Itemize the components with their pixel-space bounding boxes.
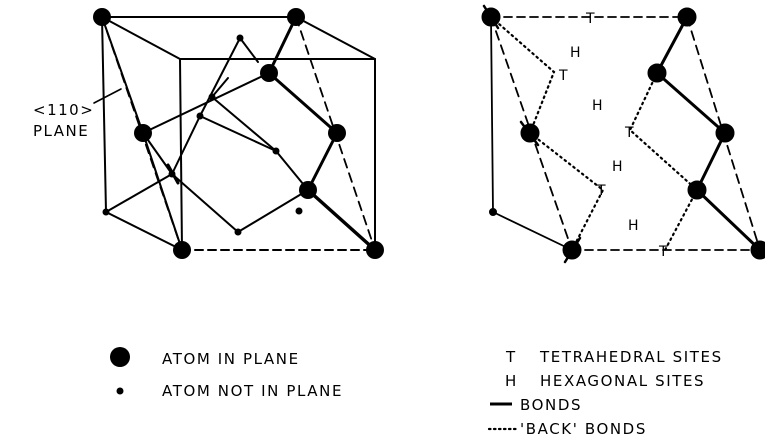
atom-not-in-plane: [102, 208, 110, 216]
plane-label-line2: PLANE: [33, 122, 89, 140]
atom-tick: [563, 236, 582, 264]
hexagonal-site-marker: H: [628, 218, 639, 234]
atom-not-in-plane: [489, 208, 497, 216]
atom-not-in-plane-icon: [116, 387, 124, 395]
atom-in-plane: [299, 181, 317, 199]
legend-back-bonds-label: 'BACK' BONDS: [520, 420, 647, 438]
plane-atoms: [481, 4, 765, 264]
cube-atoms: [93, 8, 384, 259]
bond: [199, 115, 277, 152]
bond: [695, 188, 762, 252]
atom-tick: [482, 4, 500, 30]
atom-not-in-plane: [234, 228, 242, 236]
atom-in-plane: [260, 64, 278, 82]
atom-not-in-plane: [272, 147, 280, 155]
plane-bonds: [655, 15, 762, 252]
hexagonal-site-marker: H: [592, 98, 603, 114]
atom-in-plane: [366, 241, 384, 259]
tetrahedral-site-marker: T: [596, 183, 606, 199]
bond: [142, 132, 183, 251]
back-bond: [663, 188, 699, 252]
bond: [171, 173, 239, 233]
atom-in-plane: [647, 63, 667, 83]
bond: [211, 77, 229, 98]
plane-label-pointer: [93, 88, 122, 104]
plane-edge: [490, 16, 494, 213]
legend-tetrahedral-label: TETRAHEDRAL SITES: [539, 348, 723, 366]
cube-edge: [105, 211, 183, 251]
atom-in-plane: [93, 8, 111, 26]
atom-in-plane: [687, 180, 707, 200]
cube-edge: [295, 16, 376, 60]
atom-in-plane: [134, 124, 152, 142]
plane-label-line1: <110>: [33, 101, 94, 119]
back-bond: [489, 15, 556, 135]
cube-front-face: [101, 16, 376, 251]
bond: [211, 96, 277, 152]
cube-edge: [101, 16, 181, 60]
atom-in-plane: [287, 8, 305, 26]
atom-not-in-plane: [168, 170, 176, 178]
bond: [239, 37, 259, 63]
atom-not-in-plane: [295, 207, 303, 215]
atom-not-in-plane: [208, 93, 216, 101]
cube-edge: [101, 16, 107, 213]
bond: [695, 131, 727, 192]
bond: [306, 188, 377, 252]
atom-tick: [519, 120, 540, 147]
bond: [306, 131, 339, 192]
bond: [101, 16, 144, 134]
legend-right: T TETRAHEDRAL SITES H HEXAGONAL SITES BO…: [487, 348, 723, 438]
back-bond: [528, 131, 605, 252]
bond: [267, 15, 298, 75]
atom-in-plane: [173, 241, 191, 259]
bond: [267, 71, 339, 135]
legend-atom-in-plane: ATOM IN PLANE: [162, 350, 300, 368]
plane-edge: [492, 211, 573, 251]
atom-in-plane: [750, 240, 765, 260]
legend-tetrahedral-symbol: T: [505, 348, 517, 366]
legend-atom-not-in-plane: ATOM NOT IN PLANE: [162, 382, 343, 400]
back-bonds: [489, 15, 699, 252]
tetrahedral-site-marker: T: [624, 125, 634, 141]
hexagonal-site-marker: H: [570, 45, 581, 61]
legend-hexagonal-symbol: H: [505, 372, 518, 390]
cube-diagram: [93, 15, 377, 252]
bond: [199, 37, 241, 117]
back-bond: [628, 71, 699, 192]
tetrahedral-site-marker: T: [658, 244, 668, 260]
legend-hexagonal-label: HEXAGONAL SITES: [540, 372, 705, 390]
hexagonal-site-marker: H: [612, 159, 623, 175]
bond: [105, 173, 173, 213]
cube-bonds: [101, 15, 377, 252]
atom-not-in-plane: [236, 34, 244, 42]
atom-in-plane: [677, 7, 697, 27]
atom-in-plane: [715, 123, 735, 143]
bond: [655, 15, 689, 75]
atom-not-in-plane: [196, 112, 204, 120]
legend-bonds-label: BONDS: [520, 396, 582, 414]
bond: [171, 115, 201, 175]
atom-in-plane-icon: [110, 347, 130, 367]
legend-left: ATOM IN PLANE ATOM NOT IN PLANE: [110, 347, 343, 400]
site-markers: T T T T T H H H H: [558, 11, 668, 260]
bond: [237, 189, 309, 233]
tetrahedral-site-marker: T: [585, 11, 595, 27]
atom-in-plane: [328, 124, 346, 142]
bond: [655, 71, 727, 135]
tetrahedral-site-marker: T: [558, 68, 568, 84]
